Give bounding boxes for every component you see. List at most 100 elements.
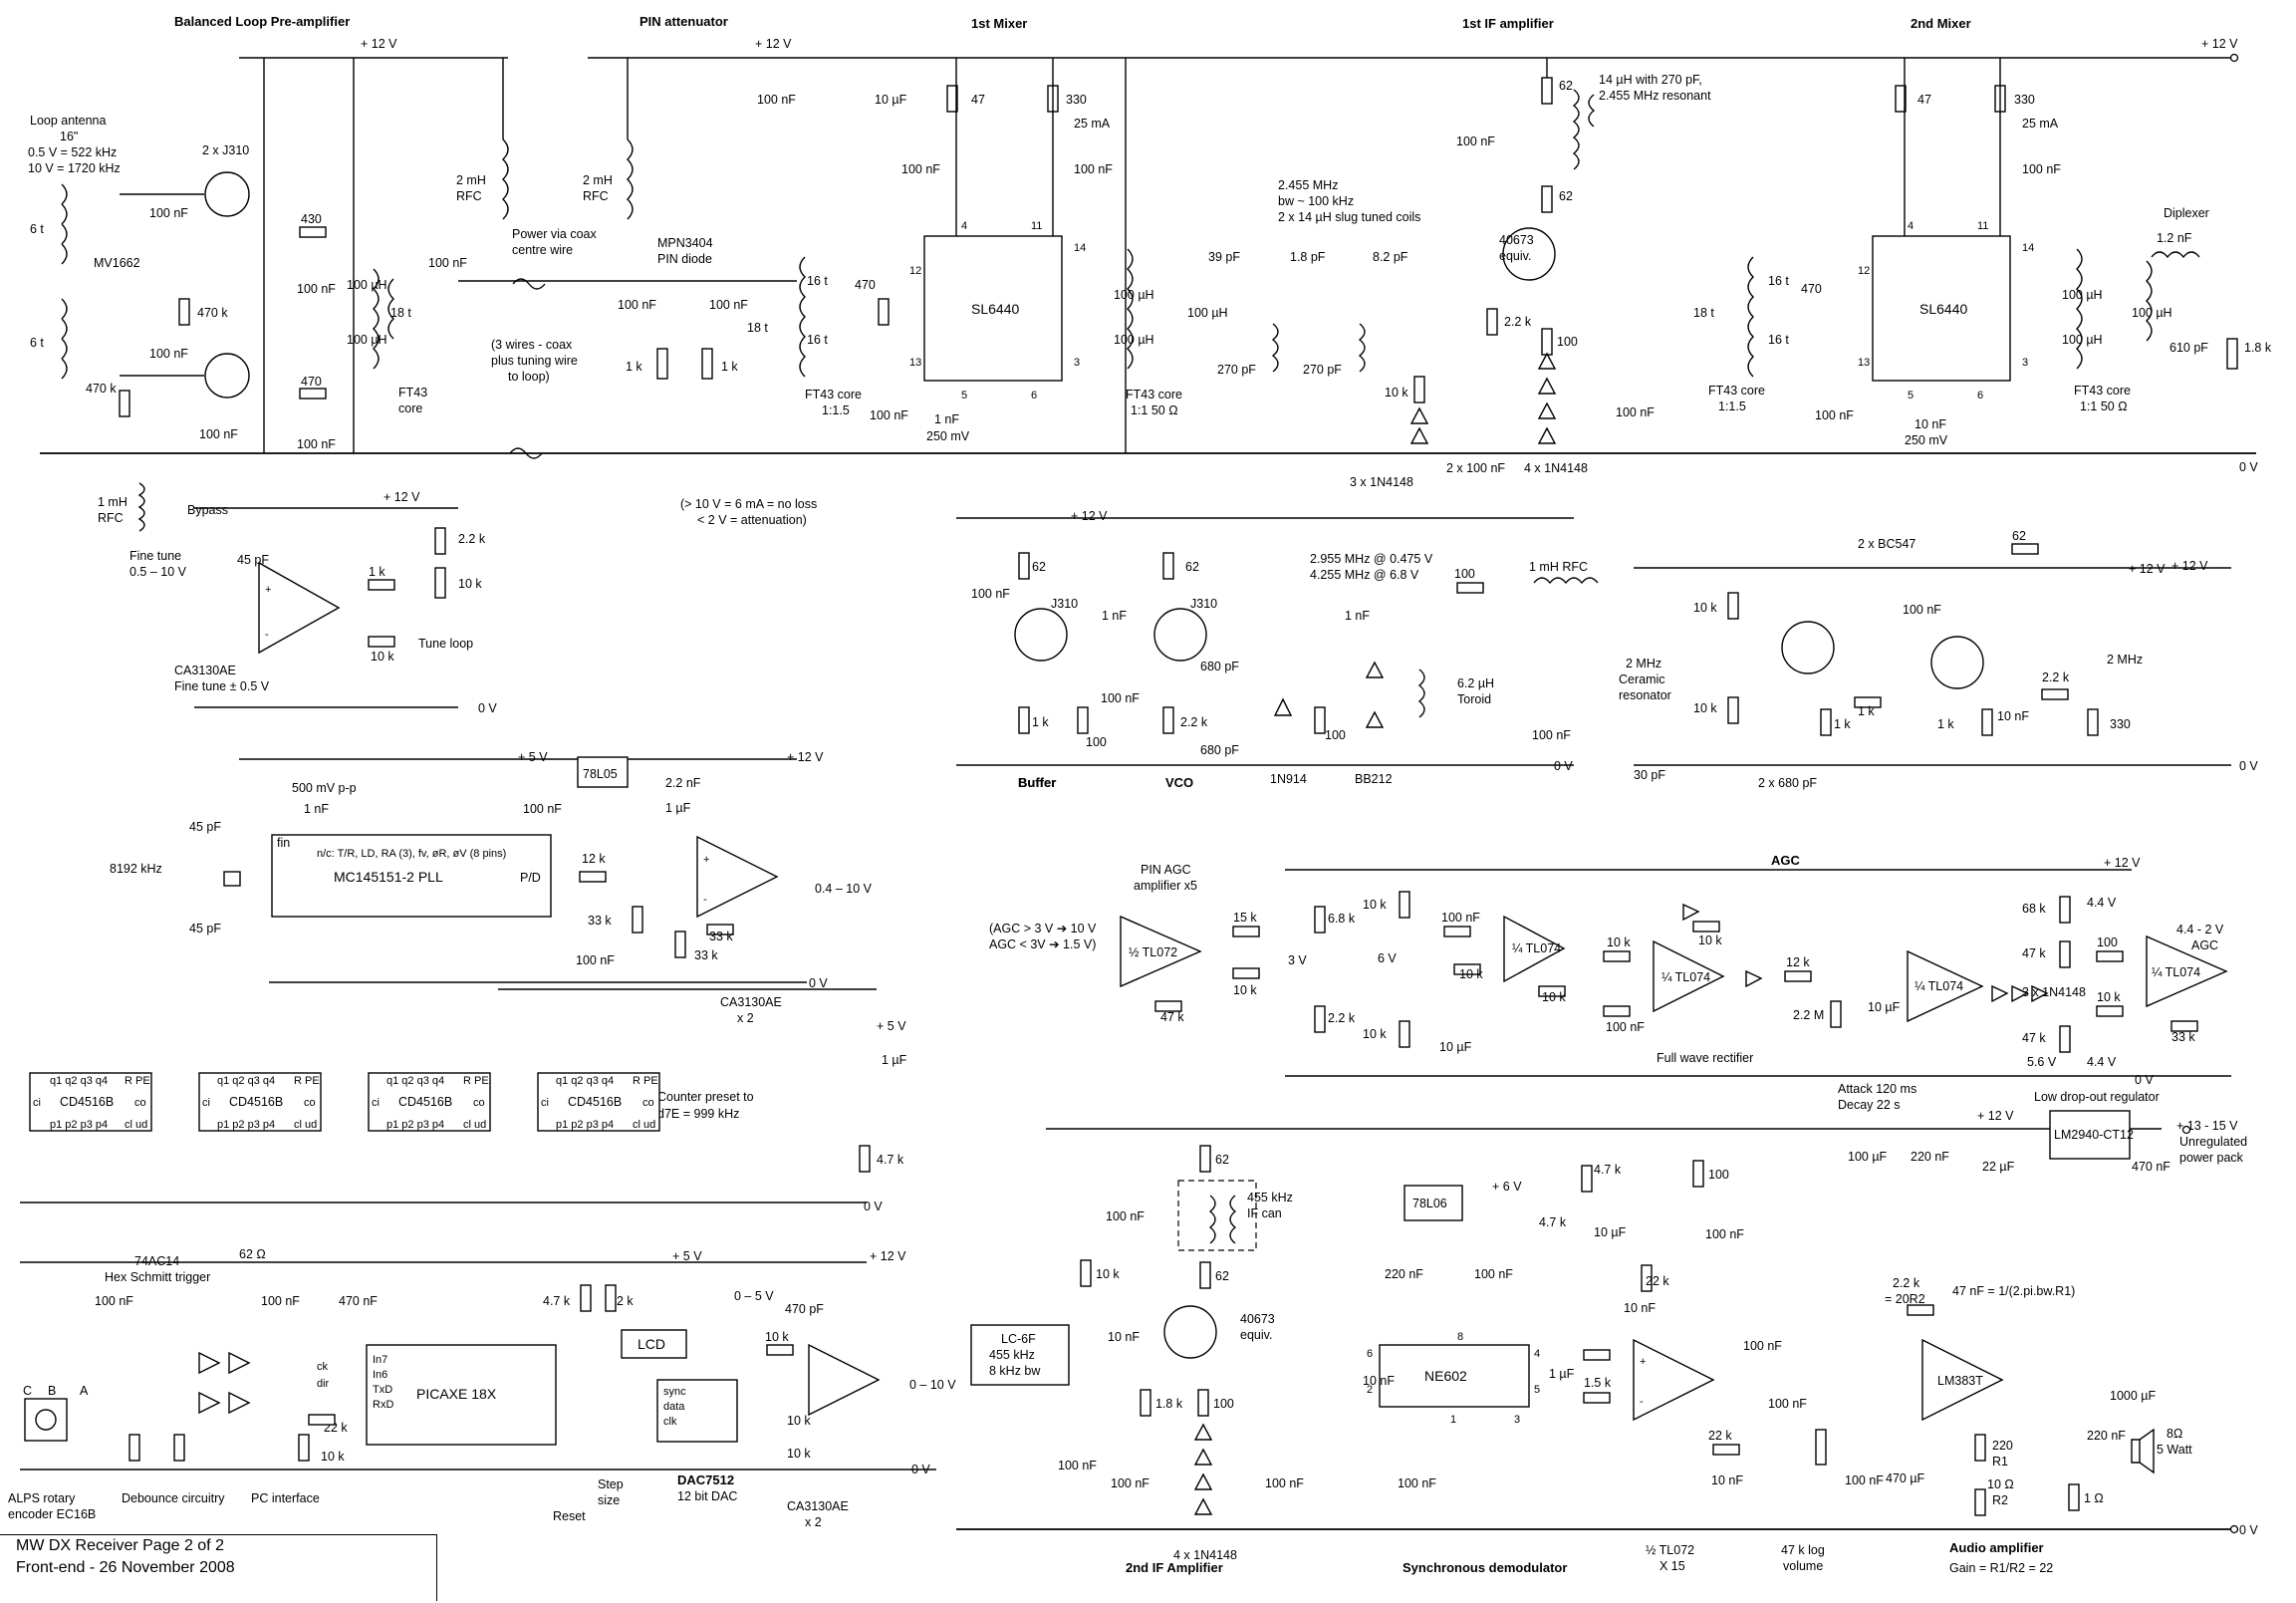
svg-text:100 nF: 100 nF bbox=[1815, 408, 1854, 422]
svg-text:220 nF: 220 nF bbox=[2087, 1429, 2126, 1443]
svg-text:0 V: 0 V bbox=[1554, 759, 1573, 773]
svg-text:100 nF: 100 nF bbox=[1398, 1476, 1436, 1490]
svg-text:470 pF: 470 pF bbox=[785, 1302, 824, 1316]
svg-text:100: 100 bbox=[1708, 1168, 1729, 1182]
svg-text:plus tuning wire: plus tuning wire bbox=[491, 354, 578, 368]
svg-text:15 k: 15 k bbox=[1233, 911, 1257, 925]
svg-text:10 k: 10 k bbox=[321, 1450, 345, 1464]
svg-text:+ 12 V: + 12 V bbox=[1071, 509, 1108, 523]
svg-text:13: 13 bbox=[909, 357, 921, 369]
svg-text:1 k: 1 k bbox=[369, 565, 385, 579]
svg-text:10 k: 10 k bbox=[1233, 983, 1257, 997]
svg-text:100 µF: 100 µF bbox=[1848, 1150, 1888, 1164]
svg-text:+ 12 V: + 12 V bbox=[1977, 1109, 2014, 1123]
svg-text:100 nF: 100 nF bbox=[1705, 1227, 1744, 1241]
svg-text:330: 330 bbox=[2014, 93, 2035, 107]
lc6f-filter bbox=[970, 1324, 1070, 1386]
svg-text:100 nF: 100 nF bbox=[1106, 1209, 1145, 1223]
svg-text:0 V: 0 V bbox=[2239, 759, 2258, 773]
svg-text:+ 12 V: + 12 V bbox=[2104, 856, 2141, 870]
svg-text:LCD: LCD bbox=[638, 1336, 665, 1352]
svg-text:6 V: 6 V bbox=[1378, 951, 1397, 965]
svg-text:1.8 k: 1.8 k bbox=[1155, 1397, 1183, 1411]
svg-text:encoder EC16B: encoder EC16B bbox=[8, 1507, 96, 1521]
svg-text:47: 47 bbox=[1917, 93, 1931, 107]
svg-text:SL6440: SL6440 bbox=[971, 301, 1019, 317]
svg-text:cl ud: cl ud bbox=[463, 1119, 486, 1131]
svg-text:-: - bbox=[265, 629, 269, 641]
svg-text:4 x 1N4148: 4 x 1N4148 bbox=[1173, 1548, 1237, 1562]
svg-text:2 x 14 µH slug tuned coils: 2 x 14 µH slug tuned coils bbox=[1278, 210, 1420, 224]
svg-text:11: 11 bbox=[1977, 220, 1988, 232]
svg-text:100: 100 bbox=[1213, 1397, 1234, 1411]
control-section: 74AC14 Hex Schmitt trigger ALPS rotary e… bbox=[8, 1247, 956, 1529]
svg-text:ci: ci bbox=[541, 1097, 549, 1109]
svg-text:2.2 M: 2.2 M bbox=[1793, 1008, 1824, 1022]
svg-text:470 nF: 470 nF bbox=[2132, 1160, 2170, 1174]
if-can-outline bbox=[1177, 1180, 1257, 1251]
svg-text:100 nF: 100 nF bbox=[1532, 728, 1571, 742]
svg-text:100 nF: 100 nF bbox=[95, 1294, 133, 1308]
svg-text:2.2 k: 2.2 k bbox=[458, 532, 486, 546]
svg-text:bw ~ 100 kHz: bw ~ 100 kHz bbox=[1278, 194, 1354, 208]
if2-section: LC-6F 455 kHz 8 kHz bw 455 kHz IF can 40… bbox=[970, 1145, 1304, 1562]
svg-text:2 x 680 pF: 2 x 680 pF bbox=[1758, 776, 1817, 790]
drawing-subtitle: Front-end - 26 November 2008 bbox=[16, 1559, 235, 1576]
svg-text:1 k: 1 k bbox=[626, 360, 642, 374]
svg-text:220 nF: 220 nF bbox=[1911, 1150, 1949, 1164]
svg-text:0 V: 0 V bbox=[2239, 1523, 2258, 1537]
svg-text:16 t: 16 t bbox=[807, 274, 828, 288]
svg-text:10 nF: 10 nF bbox=[1997, 709, 2029, 723]
svg-text:100 nF: 100 nF bbox=[1456, 134, 1495, 148]
svg-text:455 kHz: 455 kHz bbox=[1247, 1191, 1293, 1204]
svg-text:0 – 5 V: 0 – 5 V bbox=[734, 1289, 774, 1303]
svg-text:330: 330 bbox=[1066, 93, 1087, 107]
svg-text:220 nF: 220 nF bbox=[1385, 1267, 1423, 1281]
svg-text:100 nF: 100 nF bbox=[1074, 162, 1113, 176]
svg-text:1 Ω: 1 Ω bbox=[2084, 1491, 2104, 1505]
svg-text:volume: volume bbox=[1783, 1559, 1823, 1573]
svg-text:100 nF: 100 nF bbox=[1441, 911, 1480, 925]
svg-text:2 x BC547: 2 x BC547 bbox=[1858, 537, 1915, 551]
svg-text:100 nF: 100 nF bbox=[149, 206, 188, 220]
svg-text:100: 100 bbox=[2097, 935, 2118, 949]
agc-section: PIN AGC amplifier x5 (AGC > 3 V ➔ 10 V A… bbox=[989, 863, 2228, 1069]
svg-text:MV1662: MV1662 bbox=[94, 256, 140, 270]
svg-text:3 x 1N4148: 3 x 1N4148 bbox=[1350, 475, 1413, 489]
svg-text:2 x 100 nF: 2 x 100 nF bbox=[1446, 461, 1505, 475]
svg-text:dir: dir bbox=[317, 1378, 330, 1390]
svg-text:2.455 MHz resonant: 2.455 MHz resonant bbox=[1599, 89, 1711, 103]
svg-text:4: 4 bbox=[1534, 1348, 1540, 1360]
svg-text:+ 5 V: + 5 V bbox=[518, 750, 548, 764]
mixer1-title: 1st Mixer bbox=[971, 16, 1027, 31]
svg-text:2.2 k: 2.2 k bbox=[1893, 1276, 1920, 1290]
svg-text:10 k: 10 k bbox=[371, 650, 394, 664]
svg-text:10 k: 10 k bbox=[2097, 990, 2121, 1004]
svg-text:250 mV: 250 mV bbox=[926, 429, 970, 443]
svg-text:1.5 k: 1.5 k bbox=[1584, 1376, 1612, 1390]
svg-text:R PE: R PE bbox=[294, 1075, 320, 1087]
svg-text:Debounce circuitry: Debounce circuitry bbox=[122, 1491, 225, 1505]
svg-text:100 nF: 100 nF bbox=[1111, 1476, 1149, 1490]
svg-text:MC145151-2 PLL: MC145151-2 PLL bbox=[334, 869, 443, 885]
svg-text:10 nF: 10 nF bbox=[1711, 1473, 1743, 1487]
svg-text:LM383T: LM383T bbox=[1937, 1374, 1983, 1388]
svg-text:CD4516B: CD4516B bbox=[60, 1095, 114, 1109]
svg-text:data: data bbox=[663, 1401, 685, 1413]
svg-text:n/c: T/R, LD, RA (3), fv, øR,: n/c: T/R, LD, RA (3), fv, øR, øV (8 pins… bbox=[317, 848, 506, 860]
svg-text:+ 12 V: + 12 V bbox=[383, 490, 420, 504]
svg-text:+ 6 V: + 6 V bbox=[1492, 1180, 1522, 1194]
svg-text:In6: In6 bbox=[373, 1369, 387, 1381]
svg-text:0 – 10 V: 0 – 10 V bbox=[909, 1378, 956, 1392]
svg-text:+ 12 V: + 12 V bbox=[870, 1249, 906, 1263]
svg-text:cl ud: cl ud bbox=[294, 1119, 317, 1131]
svg-text:CA3130AE: CA3130AE bbox=[787, 1499, 849, 1513]
svg-text:1.8 pF: 1.8 pF bbox=[1290, 250, 1326, 264]
svg-text:3: 3 bbox=[2022, 357, 2028, 369]
svg-text:1 k: 1 k bbox=[1834, 717, 1851, 731]
svg-text:4.4 - 2 V: 4.4 - 2 V bbox=[2176, 923, 2224, 936]
svg-text:10 k: 10 k bbox=[787, 1447, 811, 1461]
svg-text:100 µH: 100 µH bbox=[1114, 333, 1154, 347]
svg-text:DAC7512: DAC7512 bbox=[677, 1472, 734, 1487]
